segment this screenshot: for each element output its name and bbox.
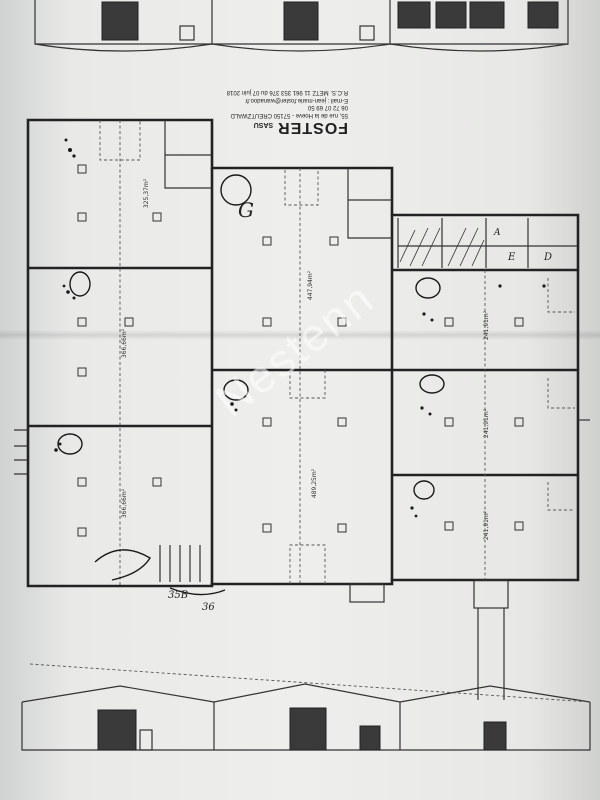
top-door-2 bbox=[283, 1, 319, 41]
hand-mark-a: A bbox=[494, 228, 501, 238]
area-label-6: 241,91m² bbox=[483, 310, 491, 341]
top-elevation bbox=[34, 0, 569, 52]
area-label-1: 325,37m² bbox=[143, 178, 151, 209]
company-suffix: SASU bbox=[253, 121, 274, 128]
handwritten-marks bbox=[54, 138, 546, 596]
top-door-6 bbox=[527, 1, 559, 29]
area-label-2: 366,66m² bbox=[121, 328, 129, 359]
floor-plan-walls bbox=[14, 118, 590, 700]
bottom-elevation bbox=[21, 663, 591, 751]
entrance-step bbox=[349, 583, 385, 603]
pillars bbox=[77, 164, 524, 537]
company-email: E-mail : jean-marie.foster@wanadoo.fr bbox=[245, 97, 348, 103]
area-label-8: 241,91m² bbox=[483, 510, 491, 541]
loading-ramp bbox=[473, 579, 509, 609]
top-door-4 bbox=[435, 1, 467, 29]
area-label-7: 241,91m² bbox=[483, 408, 491, 439]
area-label-3: 366,66m² bbox=[121, 488, 129, 519]
top-door-5 bbox=[469, 1, 505, 29]
company-registration: R.C.S. METZ 11 961 353 376 du 07 juin 20… bbox=[226, 89, 348, 96]
hand-mark-g: G bbox=[238, 198, 254, 222]
company-phone: 06 72 07 69 50 bbox=[307, 104, 348, 111]
bottom-door-3 bbox=[359, 725, 381, 751]
hand-dimension-2: 36 bbox=[202, 602, 215, 613]
company-address: 55, rue de la Hoeve - 57150 CREUTZWALD bbox=[230, 112, 349, 118]
dimension-lines bbox=[99, 120, 575, 586]
bottom-door-4 bbox=[483, 721, 507, 751]
company-stamp: FOSTERSASU 55, rue de la Hoeve - 57150 C… bbox=[218, 78, 349, 137]
company-name: FOSTER bbox=[277, 119, 348, 136]
area-label-4: 447,94m² bbox=[307, 270, 315, 301]
hand-mark-d: D bbox=[544, 252, 553, 263]
top-door-3 bbox=[397, 1, 431, 29]
hand-mark-e: E bbox=[508, 252, 516, 263]
bottom-door-1 bbox=[97, 709, 137, 751]
area-label-5: 489,25m² bbox=[311, 468, 319, 499]
top-door-1 bbox=[101, 1, 139, 41]
bottom-door-2 bbox=[289, 707, 327, 751]
hand-dimension-1: 35B bbox=[168, 590, 189, 601]
